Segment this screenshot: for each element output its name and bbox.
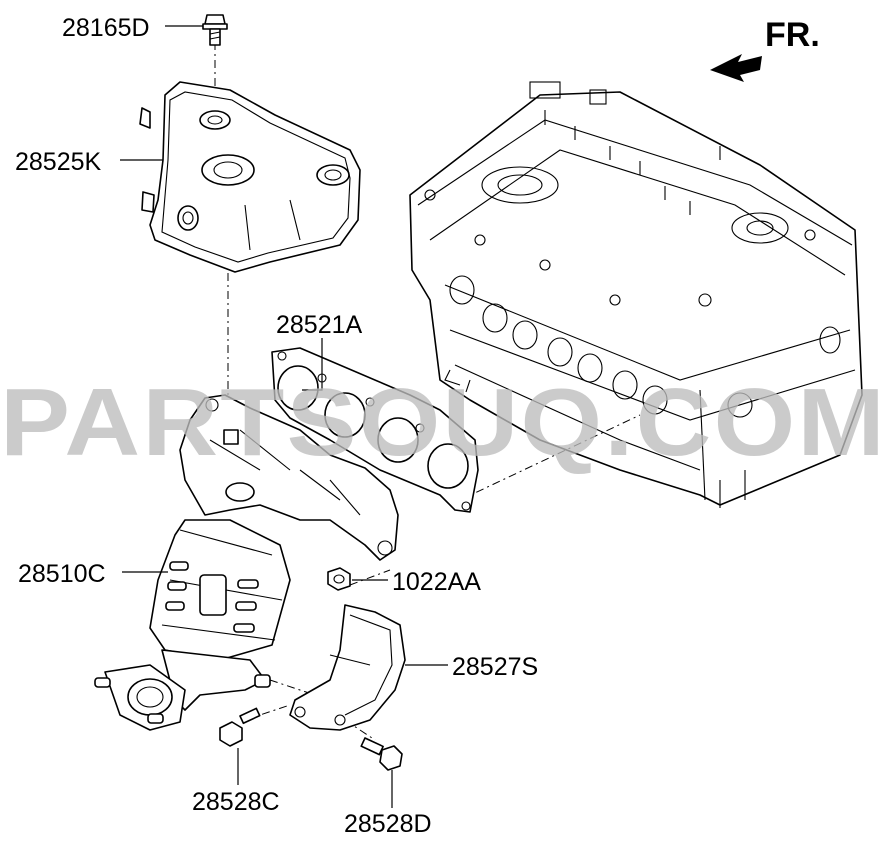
bolt-28165d-icon	[202, 14, 228, 46]
part-label-28525k[interactable]: 28525K	[15, 148, 102, 176]
gasket-28521a-icon	[271, 347, 479, 513]
part-label-1022aa[interactable]: 1022AA	[392, 568, 481, 596]
watermark: PARTSOUQ.COM	[0, 369, 887, 476]
part-label-28528d[interactable]: 28528D	[344, 810, 432, 838]
bolt-28528d-icon	[360, 737, 403, 771]
bracket-28527s-icon	[289, 604, 406, 731]
part-label-28527s[interactable]: 28527S	[452, 653, 538, 681]
bolt-28528c-icon	[219, 707, 261, 747]
front-direction-indicator: FR.	[710, 16, 820, 82]
engine-cylinder-head	[409, 81, 863, 508]
part-label-28521a[interactable]: 28521A	[276, 311, 363, 339]
front-label: FR.	[765, 16, 820, 54]
part-label-28528c[interactable]: 28528C	[192, 788, 280, 816]
front-arrow-icon	[710, 54, 762, 82]
part-label-28510c[interactable]: 28510C	[18, 560, 106, 588]
heat-protector-28525k-icon	[139, 81, 361, 273]
alignment-lines	[214, 42, 641, 741]
manifold-catalytic-converter-28510c-icon	[94, 394, 399, 731]
part-label-28165d[interactable]: 28165D	[62, 14, 150, 42]
leader-lines	[120, 25, 448, 808]
nut-1022aa-icon	[327, 567, 351, 591]
